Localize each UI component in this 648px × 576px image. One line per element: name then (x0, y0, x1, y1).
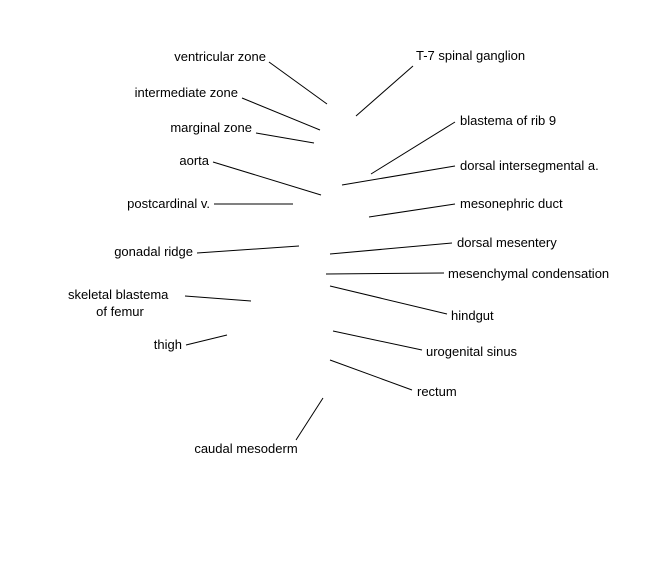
label-t7-spinal-ganglion: T-7 spinal ganglion (416, 48, 525, 63)
leader-ventricular-zone (268, 61, 328, 105)
label-blastema-rib9: blastema of rib 9 (460, 113, 556, 128)
leader-mesonephric-duct (368, 203, 456, 218)
leader-t7-spinal-ganglion (355, 65, 414, 117)
label-intermediate-zone: intermediate zone (135, 85, 238, 100)
label-postcardinal-v: postcardinal v. (127, 196, 210, 211)
leader-intermediate-zone (241, 97, 321, 131)
leader-mesenchymal-condensation (325, 272, 445, 275)
label-gonadal-ridge: gonadal ridge (114, 244, 193, 259)
label-ventricular-zone: ventricular zone (174, 49, 266, 64)
label-mesenchymal-condensation: mesenchymal condensation (448, 266, 609, 281)
label-skeletal-blastema-line1: skeletal blastema (68, 287, 169, 302)
label-thigh: thigh (154, 337, 182, 352)
leader-urogenital-sinus (332, 330, 423, 351)
label-rectum: rectum (417, 384, 457, 399)
label-dorsal-mesentery: dorsal mesentery (457, 235, 557, 250)
label-caudal-mesoderm: caudal mesoderm (194, 441, 297, 456)
leader-rectum (329, 359, 413, 391)
label-skeletal-blastema-line2: of femur (96, 304, 144, 319)
leader-dorsal-mesentery (329, 242, 453, 255)
label-hindgut: hindgut (451, 308, 494, 323)
leader-aorta (212, 161, 322, 196)
leader-blastema-rib9 (370, 121, 456, 175)
leader-hindgut (329, 285, 448, 315)
label-dorsal-intersegmental-a: dorsal intersegmental a. (460, 158, 599, 173)
leader-caudal-mesoderm (295, 397, 324, 441)
leader-thigh (185, 334, 228, 346)
label-skeletal-blastema: skeletal blastema of femur (68, 287, 172, 319)
leader-marginal-zone (255, 132, 315, 144)
leader-gonadal-ridge (196, 245, 300, 254)
label-marginal-zone: marginal zone (170, 120, 252, 135)
label-aorta: aorta (179, 153, 209, 168)
leader-dorsal-intersegmental-a (341, 165, 456, 186)
leader-skeletal-blastema (184, 295, 252, 302)
label-urogenital-sinus: urogenital sinus (426, 344, 518, 359)
label-mesonephric-duct: mesonephric duct (460, 196, 563, 211)
